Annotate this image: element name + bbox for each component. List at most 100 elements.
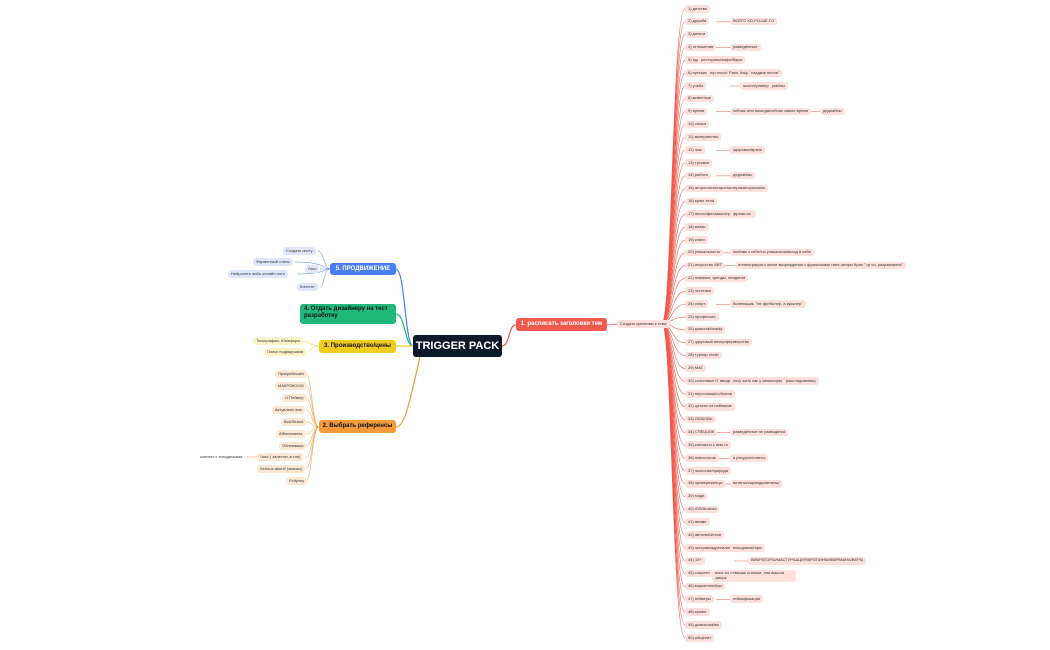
- connector-line: [661, 188, 686, 324]
- topic-item[interactable]: 25) профессии: [685, 313, 719, 321]
- topic-subitem-2[interactable]: школа/универ: [740, 82, 772, 90]
- topic-subitem[interactable]: хочу жить как у мемоноры: [730, 377, 785, 385]
- branch-references[interactable]: 2. Выбрать референсы: [319, 420, 396, 433]
- promotion-item[interactable]: Контент: [297, 283, 318, 291]
- branch-promotion[interactable]: 5. ПРОДВИЖЕНИЕ: [330, 263, 396, 275]
- topic-item[interactable]: 15) астрология/таро/эзотерика/гороскопы: [685, 184, 769, 193]
- topic-subitem[interactable]: дедлайны: [730, 171, 755, 180]
- reference-item[interactable]: Актуально все: [272, 406, 305, 414]
- topic-item[interactable]: 7) учеба: [685, 82, 707, 90]
- topic-item[interactable]: 3) деньги: [685, 30, 709, 39]
- topic-item[interactable]: 40) iOS/Android: [685, 505, 720, 514]
- topic-item[interactable]: 39) мода: [685, 492, 708, 501]
- topic-subitem[interactable]: ВИБРАТОРЫ/МАСТУРБАЦИЯ/КРОПИНКИ/ВИРМАНА/В…: [748, 556, 867, 565]
- topic-item[interactable]: 21) искусство ART: [685, 261, 726, 270]
- topic-item[interactable]: 42) автолюбители: [685, 531, 725, 539]
- reference-item[interactable]: Serious about! (значки): [257, 465, 305, 473]
- branch-headlines[interactable]: 1. расписать заголовки тем: [516, 318, 607, 331]
- topic-subitem[interactable]: дедлайны: [763, 82, 788, 90]
- reference-item[interactable]: Affirmaments: [276, 430, 306, 438]
- topic-item[interactable]: 46) маркетплейсы: [685, 582, 725, 591]
- connector-line: [661, 322, 686, 639]
- topic-subitem[interactable]: в ресурсе/советы: [730, 454, 769, 462]
- topic-subitem[interactable]: болельщик, "не футболер, а куколер": [730, 300, 806, 308]
- promotion-item[interactable]: Создать инсту: [283, 247, 316, 255]
- topic-item[interactable]: 2) дружба: [685, 17, 710, 26]
- topic-item[interactable]: 31) персонажи/события: [685, 390, 735, 398]
- topic-subitem[interactable]: сейчас или никогда/сейчас самое время: [730, 107, 812, 116]
- topic-subitem[interactable]: разведённые: [730, 43, 761, 52]
- topic-item[interactable]: 38) привереженцы: [685, 479, 726, 488]
- topic-item[interactable]: 17) песни/фильмы/сериалы/тв шоу: [685, 210, 757, 218]
- topic-item[interactable]: 4) отношения: [685, 43, 717, 52]
- topic-item[interactable]: 50) общепит: [685, 634, 715, 642]
- reference-item[interactable]: МАКРОКОСМ: [275, 382, 307, 390]
- topic-item[interactable]: 22) новинки, тренды, лендинги: [685, 274, 749, 283]
- topic-item[interactable]: 41) аниме: [685, 518, 710, 527]
- topic-item[interactable]: 37) экология/природа: [685, 467, 731, 475]
- topic-item[interactable]: 14) работа: [685, 171, 711, 180]
- topic-subitem[interactable]: trip mood: Paris, Italy, "сладкие песни": [707, 69, 783, 77]
- topic-item[interactable]: 49) домохозяйки: [685, 621, 722, 629]
- topic-item[interactable]: 23) эстетика: [685, 287, 714, 295]
- reference-item[interactable]: Bo&Strand: [281, 418, 307, 426]
- topic-item[interactable]: 9) время: [685, 107, 708, 116]
- topic-item[interactable]: 28) турнир стейт: [685, 351, 722, 360]
- reference-item[interactable]: О Пеймер: [282, 394, 307, 402]
- topic-subitem[interactable]: ВСЕГО ХО-РО-ШЕ-ГО: [730, 17, 777, 26]
- topic-subitem[interactable]: геймификация: [730, 595, 764, 604]
- headlines-child-create-creatives[interactable]: Создать креативы к теме: [617, 320, 670, 328]
- topic-subitem[interactable]: иллюстрации к эпохе возрождения с фразоч…: [735, 261, 906, 270]
- topic-subitem[interactable]: разведённые не разводятся: [730, 428, 789, 437]
- topic-subitem[interactable]: здоровье/врачи: [730, 146, 766, 154]
- topic-item[interactable]: 19) книги: [685, 236, 708, 244]
- production-item[interactable]: Типографии- Юнаформ: [253, 337, 303, 345]
- reference-item[interactable]: Чикс ( залетать в топ): [257, 453, 304, 461]
- topic-item[interactable]: 44) 18+: [685, 556, 705, 565]
- promotion-item[interactable]: Нейросеть либо онлайн лого: [228, 270, 288, 278]
- topic-subitem-2[interactable]: дедлайны: [820, 107, 845, 116]
- topic-item[interactable]: 43) экстрим/адреналин: [685, 544, 735, 552]
- topic-item[interactable]: 33) ЛЮБОВЬ: [685, 415, 716, 424]
- topic-subitem[interactable]: любовь к себе/ты уникальна/вклад в себя: [730, 248, 814, 257]
- promotion-item[interactable]: Лого: [305, 265, 320, 273]
- topic-subitem[interactable]: витаны/сыроеды/веганы/: [730, 479, 783, 488]
- topic-item[interactable]: 13) тусовки: [685, 159, 713, 167]
- topic-subitem[interactable]: пока ты ставишь огоньки, она вышла замуж: [712, 569, 796, 582]
- topic-item[interactable]: 11) материнство: [685, 133, 722, 141]
- production-item[interactable]: Поиск подрядчиков: [264, 348, 306, 356]
- reference-item[interactable]: Pollyhey: [286, 477, 308, 485]
- connector-line: [305, 421, 320, 428]
- topic-item[interactable]: 36) психология: [685, 454, 719, 462]
- topic-item[interactable]: 18) мемы: [685, 223, 709, 231]
- topic-item[interactable]: 32) цитаты из пабликов: [685, 402, 735, 411]
- branch-production[interactable]: 3. Производство/цены: [319, 340, 396, 353]
- topic-subitem[interactable]: рестораны/кафе/бары: [698, 56, 746, 64]
- topic-item[interactable]: 12) зож: [685, 146, 705, 154]
- topic-item[interactable]: 34) СПЕЦЧОК: [685, 428, 718, 437]
- topic-item[interactable]: 35) контакты с кем-то: [685, 441, 731, 450]
- topic-item[interactable]: 48) кунинг: [685, 608, 710, 616]
- topic-item[interactable]: 10) семья: [685, 120, 710, 129]
- reference-item[interactable]: Прокрибесайт: [275, 370, 308, 378]
- connector-line: [305, 397, 320, 428]
- topic-item[interactable]: 20) уникальность: [685, 248, 724, 257]
- topic-item[interactable]: 16) культ тела: [685, 197, 718, 206]
- connector-line: [395, 313, 414, 347]
- topic-subitem[interactable]: походники/горы: [730, 544, 766, 552]
- topic-item[interactable]: 45) соцсети: [685, 569, 713, 578]
- topic-item[interactable]: 26) красота/beauty: [685, 325, 726, 334]
- reference-item[interactable]: Облипашка: [279, 442, 307, 450]
- topic-item[interactable]: 29) МАТ: [685, 364, 707, 373]
- topic-item[interactable]: 8) животные: [685, 94, 714, 103]
- topic-subitem[interactable]: фразы из: [730, 210, 754, 218]
- connector-line: [501, 324, 517, 347]
- root-node[interactable]: TRIGGER PACK: [413, 335, 502, 357]
- connector-line: [296, 268, 331, 275]
- promotion-item[interactable]: Фирменный стиль: [253, 258, 293, 266]
- branch-designer[interactable]: 4. Отдать дизайнеру на тест разработку: [300, 304, 396, 324]
- topic-item[interactable]: 24) спорт: [685, 300, 709, 308]
- topic-item[interactable]: 47) геймеры: [685, 595, 714, 604]
- topic-item[interactable]: 1) детство: [685, 5, 711, 13]
- topic-item[interactable]: 27) здоровый вечер/фермерство: [685, 338, 752, 347]
